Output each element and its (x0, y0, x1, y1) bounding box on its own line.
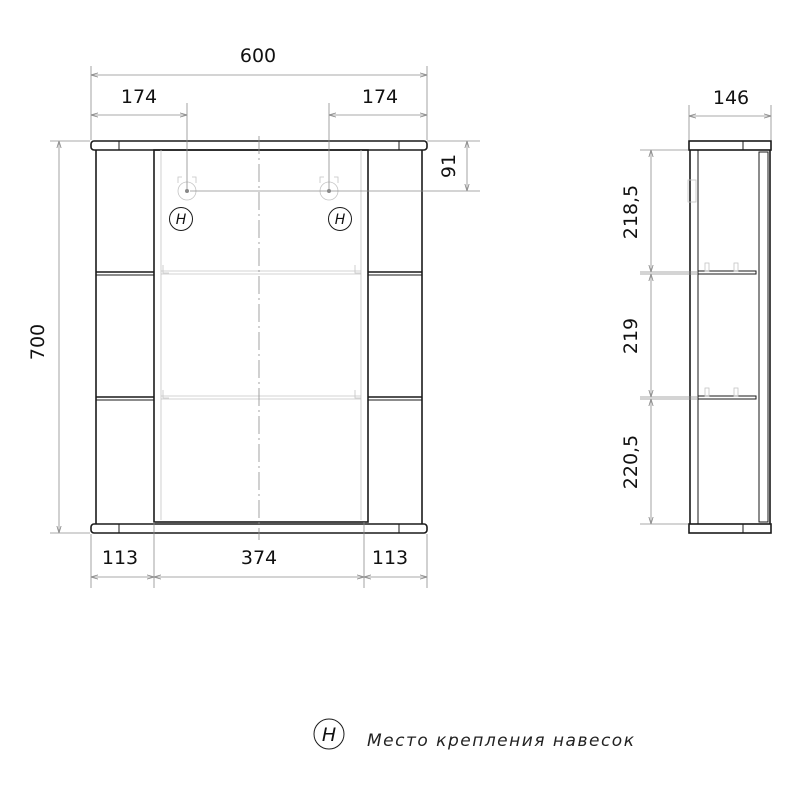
svg-text:174: 174 (121, 86, 157, 108)
mount-marker-symbol (313, 718, 345, 750)
dimension-hinge-offset-left: 174 (91, 86, 188, 190)
mount-marker-left: H (169, 207, 193, 231)
svg-text:H: H (335, 212, 346, 228)
mount-marker-right: H (328, 207, 352, 231)
legend-text: Место крепления навесок (367, 731, 635, 751)
dim-section-top: 218,5 (620, 185, 642, 239)
dim-bottom-center: 374 (241, 547, 277, 569)
svg-text:600: 600 (240, 45, 276, 67)
legend: H Место крепления навесок (313, 718, 635, 751)
front-view: H H 600 174 174 91 (27, 45, 480, 588)
dimension-hinge-offset-right: 174 (328, 86, 427, 190)
side-shelves (697, 262, 757, 400)
svg-text:H: H (176, 212, 187, 228)
dimension-depth: 146 (688, 87, 772, 140)
left-shelves (96, 271, 154, 401)
svg-text:700: 700 (27, 324, 49, 360)
right-shelves (368, 271, 422, 401)
dim-bottom-right: 113 (372, 547, 408, 569)
dim-section-bottom: 220,5 (620, 435, 642, 489)
dimension-side-sections: 218,5 219 220,5 (620, 149, 697, 525)
side-hanger (687, 179, 697, 203)
dimension-overall-width: 600 (90, 45, 428, 140)
dimension-bottom-segments: 113 374 113 (90, 522, 428, 588)
dimension-overall-height: 700 (27, 140, 90, 534)
dim-bottom-left: 113 (102, 547, 138, 569)
dimension-hinge-drop: 91 (190, 140, 480, 192)
mirror-door (153, 149, 369, 523)
svg-text:174: 174 (362, 86, 398, 108)
svg-text:H: H (322, 724, 336, 746)
svg-text:146: 146 (713, 87, 749, 109)
svg-text:91: 91 (438, 154, 460, 178)
inner-shelves-hidden (161, 265, 361, 400)
dim-section-middle: 219 (620, 318, 642, 354)
side-view: 146 218,5 219 220,5 (620, 87, 772, 534)
